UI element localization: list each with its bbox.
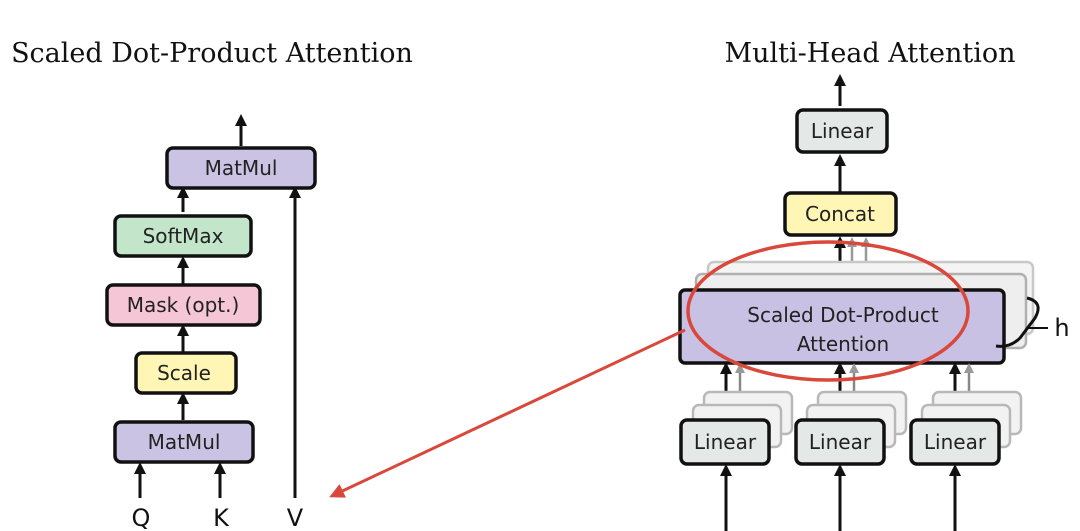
- highlight-arrow: [329, 328, 686, 498]
- linear-box-3: Linear: [909, 418, 1001, 466]
- left-connectors: [134, 114, 301, 498]
- input-k-label: K: [213, 504, 230, 531]
- matmul-bottom-rect: [113, 420, 255, 464]
- mask-label: Mask (opt.): [127, 293, 240, 317]
- scale-label: Scale: [157, 361, 211, 385]
- input-v-label: V: [287, 504, 304, 531]
- input-q-label: Q: [132, 504, 151, 531]
- scaled-dot-product-attention-box: Scaled Dot-Product Attention: [678, 288, 1006, 365]
- heads-brace: h: [995, 296, 1070, 348]
- softmax-box: SoftMax: [113, 214, 253, 258]
- linear-top-label: Linear: [811, 119, 874, 143]
- matmul-bottom-box: MatMul: [113, 420, 255, 464]
- attention-label-line2: Attention: [797, 332, 889, 356]
- linear-top-box: Linear: [795, 108, 889, 154]
- right-input-connectors: [720, 464, 961, 531]
- linear-3-label: Linear: [924, 430, 987, 454]
- left-panel-title: Scaled Dot-Product Attention: [11, 38, 413, 69]
- mask-rect: [105, 283, 262, 327]
- matmul-top-rect: [165, 146, 317, 190]
- linear-stack-connectors: [735, 363, 974, 395]
- highlight-annotation: [329, 240, 970, 498]
- linear-top-rect: [795, 108, 889, 154]
- softmax-rect: [113, 214, 253, 258]
- scale-rect: [134, 351, 238, 395]
- right-panel-title: Multi-Head Attention: [725, 38, 1016, 69]
- linear-box-1: Linear: [679, 418, 771, 466]
- concat-label: Concat: [805, 202, 875, 226]
- concat-rect: [783, 191, 898, 237]
- concat-box: Concat: [783, 191, 898, 237]
- highlight-ellipse: [686, 240, 970, 382]
- matmul-top-box: MatMul: [165, 146, 317, 190]
- attention-label-line1: Scaled Dot-Product: [747, 303, 939, 327]
- softmax-label: SoftMax: [143, 224, 224, 248]
- matmul-top-label: MatMul: [205, 156, 278, 180]
- heads-label: h: [1054, 314, 1069, 342]
- mask-box: Mask (opt.): [105, 283, 262, 327]
- matmul-bottom-label: MatMul: [148, 430, 221, 454]
- linear-1-label: Linear: [694, 430, 757, 454]
- scale-box: Scale: [134, 351, 238, 395]
- linear-box-2: Linear: [794, 418, 886, 466]
- linear-2-label: Linear: [809, 430, 872, 454]
